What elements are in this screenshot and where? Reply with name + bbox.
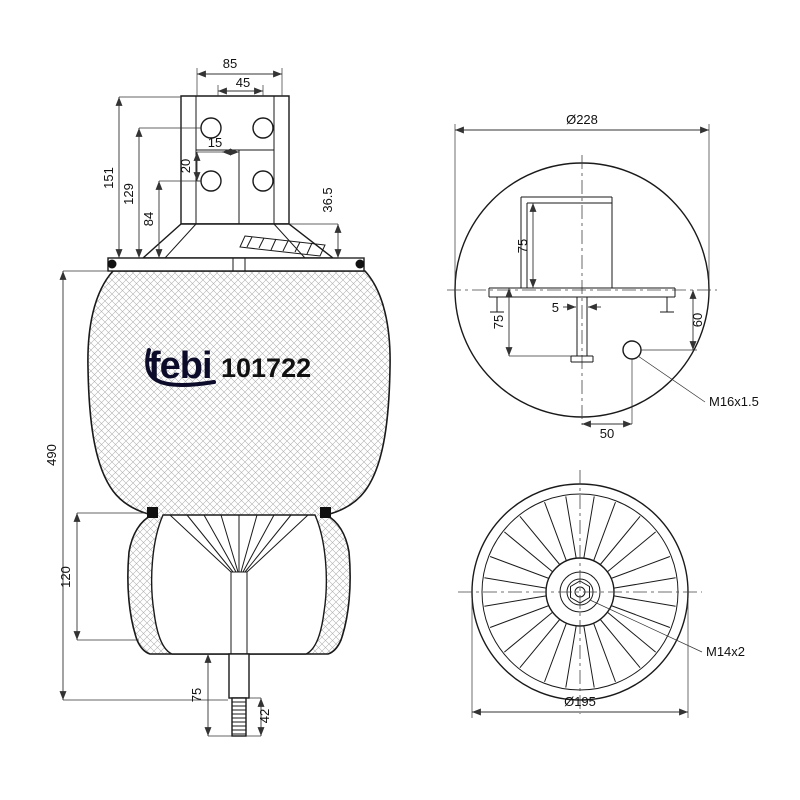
bottom-view: Ø195 M14x2: [458, 470, 745, 718]
dim-60-label: 60: [690, 313, 705, 327]
top-plate: [107, 257, 365, 272]
top-bracket: [141, 95, 336, 259]
top-view-centerlines: [447, 155, 717, 425]
thread-m16-label: M16x1.5: [709, 394, 759, 409]
dim-129-label: 129: [121, 183, 136, 205]
dim-84-label: 84: [141, 212, 156, 226]
dim-490-label: 490: [44, 444, 59, 466]
dim-42-label: 42: [257, 709, 272, 723]
piston-cone-ribs: [169, 514, 309, 654]
thread-m14-label: M14x2: [706, 644, 745, 659]
dim-top-75a-label: 75: [515, 239, 530, 253]
dim-50-label: 50: [600, 426, 614, 441]
top-view: Ø228 75 75 5 60 50 M16x1.5: [447, 112, 759, 441]
piston-bell: [150, 514, 328, 655]
febi-logo-swoosh: [145, 348, 216, 387]
dim-20-label: 20: [178, 159, 193, 173]
dim-85-label: 85: [223, 56, 237, 71]
front-dims: 85 45 15 20 151 129 84 36.5: [44, 56, 364, 737]
dim-45-label: 45: [236, 75, 250, 90]
bottom-rod: [228, 653, 250, 737]
top-view-bracket: [488, 196, 676, 363]
dim-dia-195-label: Ø195: [564, 694, 596, 709]
dim-top-75b-label: 75: [491, 315, 506, 329]
dim-120-label: 120: [58, 566, 73, 588]
dim-36-5-label: 36.5: [320, 187, 335, 212]
dim-15-label: 15: [208, 135, 222, 150]
front-view: febi 101722 85 45 15 20 151 129: [44, 56, 391, 737]
right-clamp: [320, 507, 331, 518]
dim-5-label: 5: [552, 300, 559, 315]
dim-rod-75-label: 75: [189, 688, 204, 702]
part-number: 101722: [221, 353, 311, 383]
dim-dia-228-label: Ø228: [566, 112, 598, 127]
brand-block: febi 101722: [145, 345, 311, 387]
dim-151-label: 151: [101, 167, 116, 189]
left-clamp: [147, 507, 158, 518]
bottom-view-centerlines: [458, 470, 702, 714]
